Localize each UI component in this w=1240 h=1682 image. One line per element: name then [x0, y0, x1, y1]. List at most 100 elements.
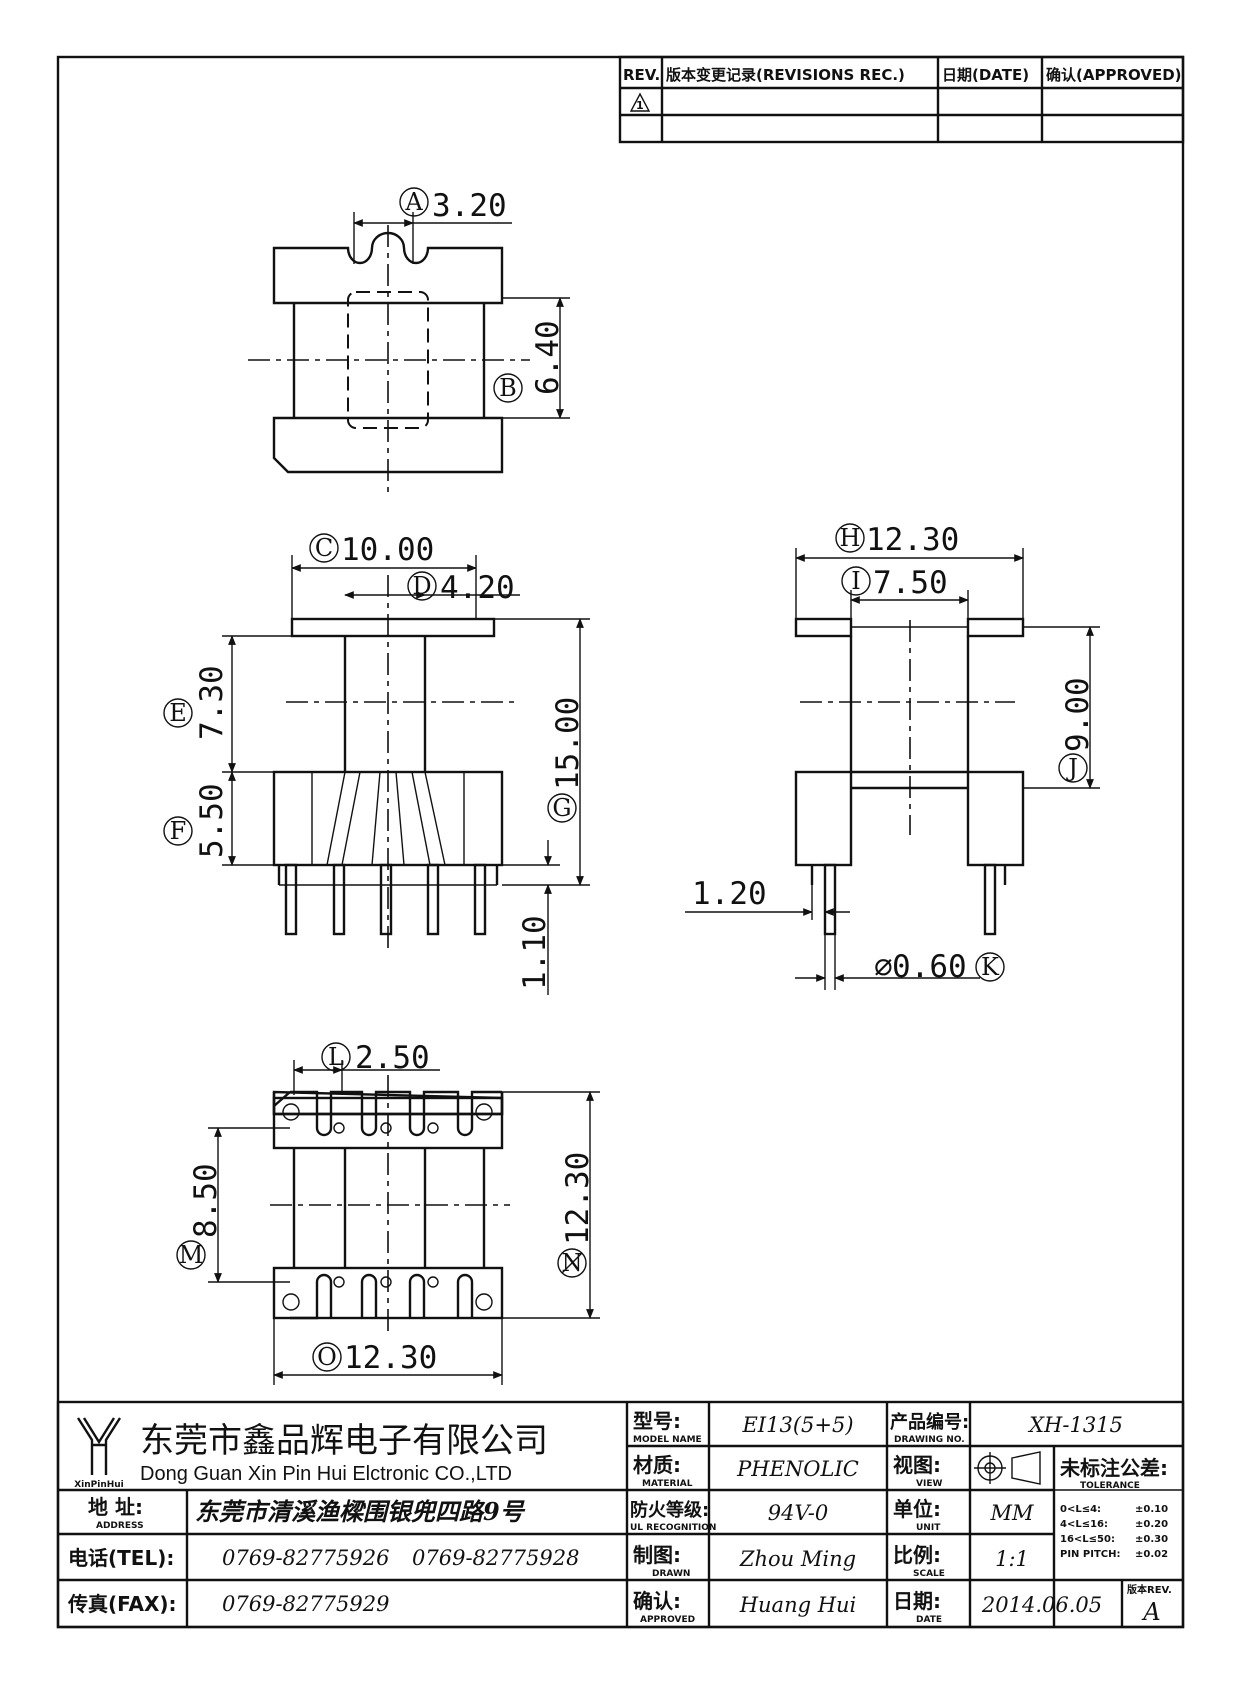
tolerance-value-1: ±0.10: [1135, 1504, 1168, 1515]
dim-K-label: K: [981, 953, 1000, 981]
drawn-label-en: DRAWN: [652, 1569, 690, 1579]
tolerance-range-2: 4<L≤16:: [1060, 1519, 1108, 1530]
top-view: [248, 212, 570, 498]
dim-N-label: N: [562, 1249, 583, 1277]
drawn-label: 制图:: [633, 1543, 681, 1567]
tolerance-range-4: PIN PITCH:: [1060, 1549, 1120, 1560]
dim-G-label: G: [552, 794, 571, 822]
unit-label: 单位:: [893, 1497, 941, 1521]
tolerance-value-3: ±0.30: [1135, 1534, 1168, 1545]
tel-value-2: 0769-82775928: [412, 1546, 579, 1570]
bottom-view: [208, 1060, 600, 1385]
dim-B-label: B: [499, 374, 517, 402]
rev-approved-header: 确认(APPROVED): [1046, 66, 1182, 84]
tolerance-range-3: 16<L≤50:: [1060, 1534, 1115, 1545]
rev-marker: 1: [636, 99, 644, 112]
dim-G: G 15.00: [547, 697, 586, 823]
dim-I-label: I: [851, 567, 860, 595]
version-label: 版本REV.: [1127, 1583, 1172, 1596]
projection-symbol-icon: [974, 1451, 1041, 1485]
tolerance-value-4: ±0.02: [1135, 1549, 1168, 1560]
material-label-en: MATERIAL: [642, 1479, 693, 1489]
dim-F: F 5.50: [163, 783, 230, 858]
drawing-no-value: XH-1315: [1027, 1413, 1123, 1437]
drawing-no-label-en: DRAWING NO.: [894, 1435, 965, 1445]
tolerance-label: 未标注公差:: [1060, 1456, 1168, 1480]
company-logo: XinPinHui: [74, 1417, 124, 1490]
company-name-en: Dong Guan Xin Pin Hui Elctronic CO.,LTD: [140, 1463, 512, 1485]
drawn-value: Zhou Ming: [739, 1547, 856, 1571]
version-value: A: [1141, 1598, 1160, 1626]
dim-D-value: 4.20: [440, 570, 515, 606]
tel-value-1: 0769-82775926: [222, 1546, 389, 1570]
dim-I-value: 7.50: [873, 565, 948, 601]
dim-M-label: M: [179, 1241, 204, 1269]
rev-record-header: 版本变更记录(REVISIONS REC.): [666, 66, 905, 84]
dim-C: C 10.00: [309, 532, 434, 568]
fax-value: 0769-82775929: [222, 1592, 389, 1616]
dim-L-label: L: [328, 1043, 344, 1071]
date-label-en: DATE: [916, 1615, 942, 1625]
scale-label-en: SCALE: [913, 1569, 945, 1579]
date-label: 日期:: [893, 1589, 941, 1613]
dim-H: H 12.30: [835, 522, 959, 558]
drawing-no-label: 产品编号:: [890, 1411, 969, 1433]
model-value: EI13(5+5): [741, 1413, 853, 1437]
revision-triangle-icon: [629, 92, 651, 112]
address-value: 东莞市清溪渔樑围银兜四路9号: [195, 1497, 526, 1526]
dim-B-value: 6.40: [530, 320, 566, 395]
material-value: PHENOLIC: [736, 1457, 859, 1481]
dim-E: E 7.30: [163, 665, 230, 740]
dim-H-value: 12.30: [866, 522, 959, 558]
rev-date-header: 日期(DATE): [942, 66, 1029, 84]
logo-text: XinPinHui: [74, 1480, 124, 1490]
dim-pin-gap: 1.10: [517, 915, 553, 990]
dim-I: I 7.50: [841, 565, 948, 601]
dim-O: O 12.30: [312, 1340, 437, 1376]
dim-J: J 9.00: [1058, 677, 1096, 783]
address-label-en: ADDRESS: [96, 1521, 144, 1531]
view-label: 视图:: [893, 1453, 941, 1477]
flame-value: 94V-0: [768, 1501, 828, 1525]
dim-pin-offset-value: 1.20: [692, 876, 767, 912]
company-name-cn: 东莞市鑫品辉电子有限公司: [140, 1421, 548, 1461]
unit-label-en: UNIT: [916, 1523, 941, 1533]
dim-D-label: D: [412, 572, 431, 600]
approved-label: 确认:: [633, 1589, 681, 1613]
scale-label: 比例:: [893, 1543, 941, 1567]
dim-C-label: C: [315, 534, 333, 562]
dim-H-label: H: [840, 524, 861, 552]
dim-O-label: O: [317, 1343, 337, 1371]
dim-A: A 3.20: [399, 187, 507, 224]
dim-M-value: 8.50: [188, 1163, 224, 1238]
dim-K: ⌀ 0.60 K: [874, 949, 1005, 985]
dim-A-label: A: [404, 188, 423, 216]
dim-E-label: E: [169, 699, 187, 727]
tolerance-value-2: ±0.20: [1135, 1519, 1168, 1530]
date-value: 2014.06.05: [981, 1593, 1102, 1617]
dim-K-symbol: ⌀: [874, 949, 893, 985]
title-block: XinPinHui 东莞市鑫品辉电子有限公司 Dong Guan Xin Pin…: [56, 1400, 1185, 1629]
dim-E-value: 7.30: [194, 665, 230, 740]
dim-B: B 6.40: [493, 320, 566, 403]
rev-header: REV.: [623, 66, 660, 84]
revisions-table: REV. 版本变更记录(REVISIONS REC.) 日期(DATE) 确认(…: [618, 55, 1185, 144]
dim-G-value: 15.00: [550, 697, 586, 790]
material-label: 材质:: [633, 1453, 681, 1477]
dim-K-value: 0.60: [892, 949, 967, 985]
dim-J-label: J: [1065, 754, 1078, 782]
dim-C-value: 10.00: [341, 532, 434, 568]
flame-label-en: UL RECOGNITION: [630, 1523, 716, 1533]
model-label: 型号:: [633, 1409, 681, 1433]
flame-label: 防火等级:: [630, 1499, 709, 1521]
side-view: [685, 548, 1100, 990]
model-label-en: MODEL NAME: [633, 1435, 702, 1445]
dim-A-value: 3.20: [432, 188, 507, 224]
fax-label: 传真(FAX):: [67, 1592, 177, 1616]
dim-F-label: F: [170, 817, 187, 845]
tolerance-range-1: 0<L≤4:: [1060, 1504, 1101, 1515]
dim-O-value: 12.30: [344, 1340, 437, 1376]
dim-L: L 2.50: [321, 1040, 430, 1076]
dim-N-value: 12.30: [560, 1152, 596, 1245]
